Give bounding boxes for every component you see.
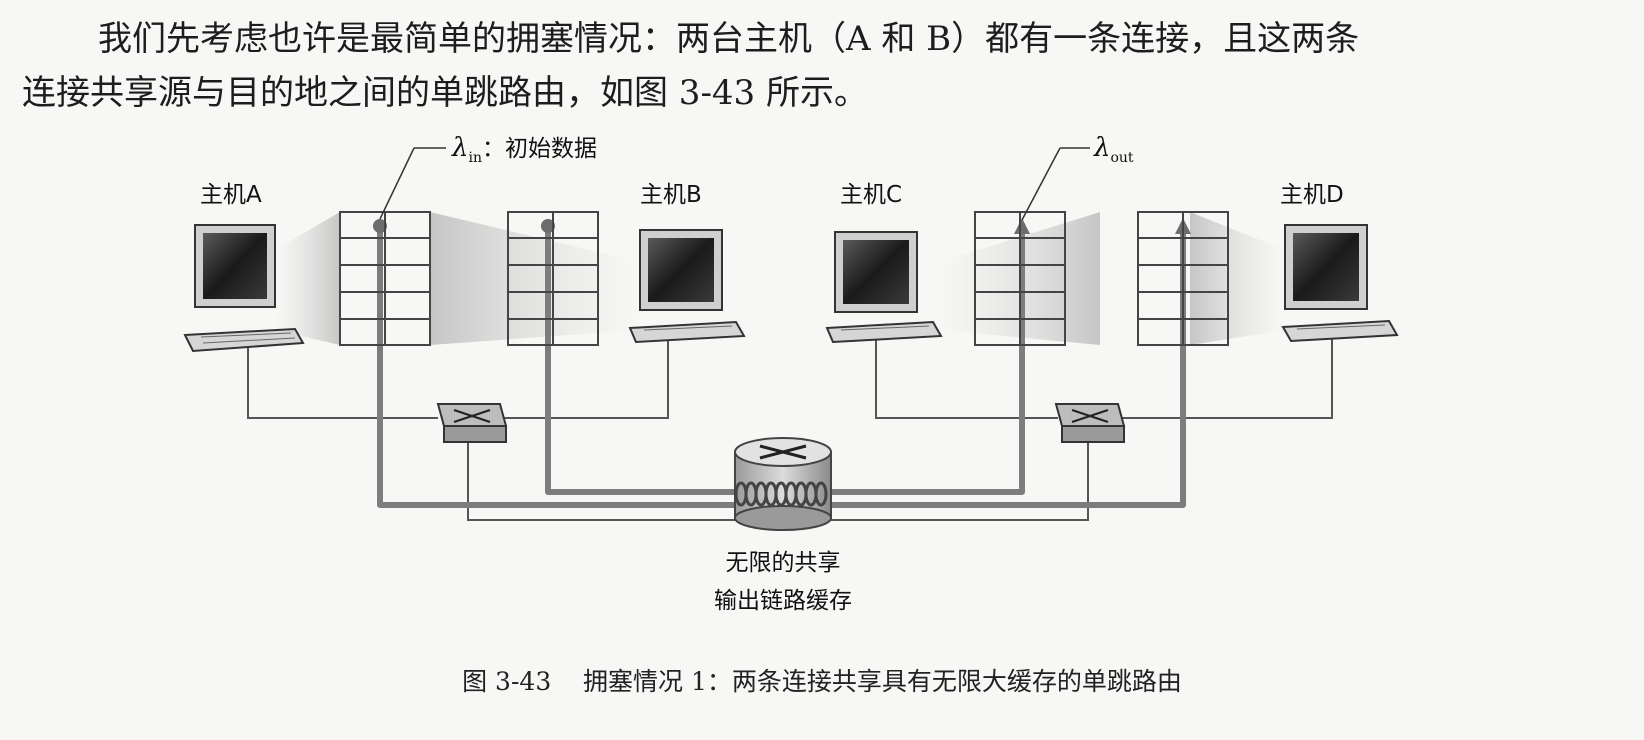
lambda-out-symbol: λ <box>1093 133 1110 163</box>
figure-caption: 图 3-43 拥塞情况 1：两条连接共享具有无限大缓存的单跳路由 <box>462 667 1182 696</box>
lambda-in-pointer <box>379 147 415 220</box>
buffer-a <box>339 211 431 346</box>
switch-right-icon <box>1054 403 1126 443</box>
buffer-b <box>507 211 599 346</box>
flow-start-b <box>541 219 555 233</box>
shade-d <box>1190 212 1285 345</box>
host-a-label: 主机A <box>200 182 262 208</box>
shared-buffer-coil-icon <box>734 481 828 507</box>
lambda-in-symbol: λ <box>451 133 468 163</box>
buffer-c <box>974 211 1066 346</box>
router-label-line-1: 无限的共享 <box>726 550 841 576</box>
flow-arrow-c <box>1014 218 1030 234</box>
intro-line-2: 连接共享源与目的地之间的单跳路由，如图 3-43 所示。 <box>22 73 868 113</box>
host-b-label: 主机B <box>640 182 702 208</box>
lambda-out-subscript: out <box>1110 150 1133 166</box>
router-label-line-2: 输出链路缓存 <box>714 588 852 614</box>
shade-a <box>275 212 340 345</box>
host-d-label: 主机D <box>1280 182 1344 208</box>
shade-b <box>430 212 640 345</box>
computer-d-icon <box>1281 224 1399 343</box>
computer-c-icon <box>825 231 943 344</box>
buffer-d <box>1137 211 1229 346</box>
lambda-out-pointer <box>1021 147 1061 221</box>
computer-a-icon <box>183 224 305 353</box>
lambda-in-subscript: in <box>468 150 482 166</box>
lambda-in-text: ：初始数据 <box>482 136 597 162</box>
flow-start-a <box>373 219 387 233</box>
host-c-label: 主机C <box>840 182 902 208</box>
intro-paragraph: 我们先考虑也许是最简单的拥塞情况：两台主机（A 和 B）都有一条连接，且这两条 … <box>22 12 1622 120</box>
lambda-in-label: λin：初始数据 <box>451 133 597 166</box>
intro-line-1: 我们先考虑也许是最简单的拥塞情况：两台主机（A 和 B）都有一条连接，且这两条 <box>98 19 1360 59</box>
lambda-out-label: λout <box>1093 133 1134 166</box>
computer-b-icon <box>628 229 746 344</box>
switch-left-icon <box>436 403 508 443</box>
